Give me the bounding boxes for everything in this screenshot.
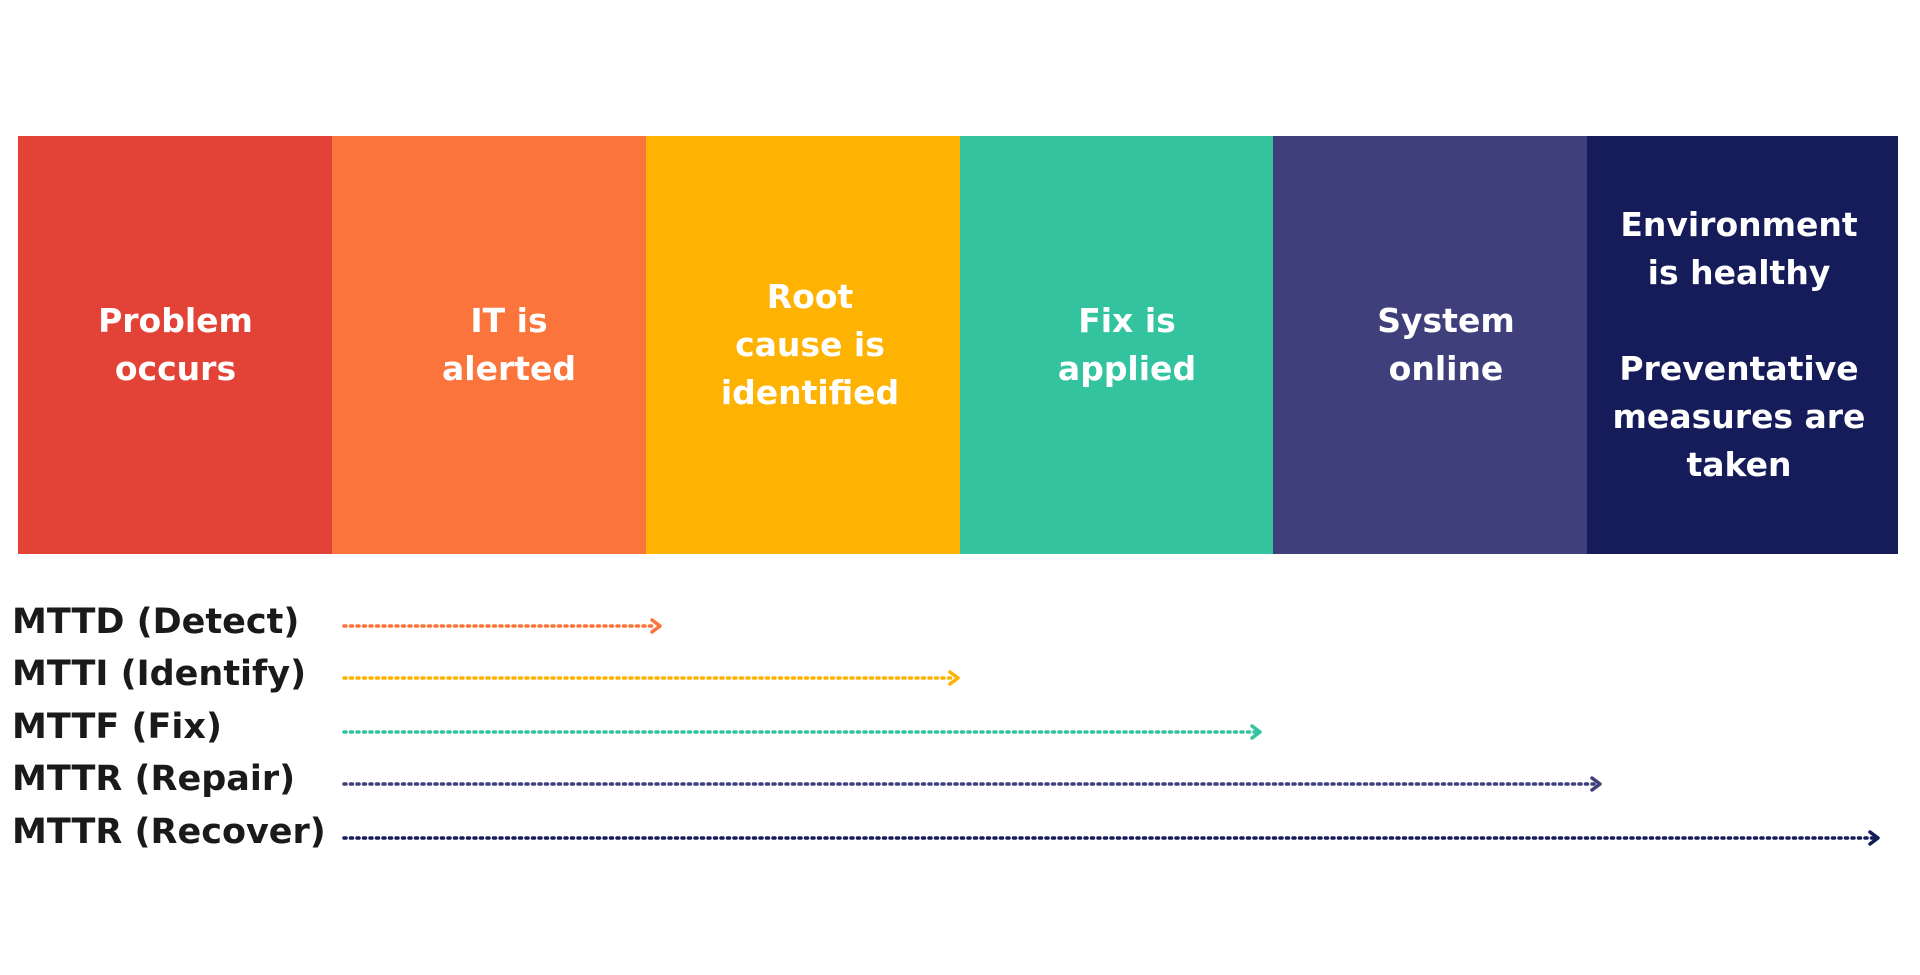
step-label-line: measures are xyxy=(1612,397,1866,436)
step-label-line: online xyxy=(1388,349,1504,388)
chevron-segment-problem-occurs xyxy=(18,136,372,554)
step-label-line: Fix is xyxy=(1078,301,1176,340)
step-problem-occurs: Problem occurs xyxy=(18,136,333,554)
step-label-line: cause is xyxy=(735,325,885,364)
metric-label-mttr-repair: MTTR (Repair) xyxy=(12,759,296,799)
step-fix-applied: Fix is applied xyxy=(970,136,1284,554)
chevron-segment-system-online xyxy=(1273,136,1627,554)
arrow-head-icon xyxy=(948,670,960,686)
chevron-segment-it-alerted xyxy=(332,136,686,554)
arrow-head-icon xyxy=(1250,724,1262,740)
metric-arrow-mttr-recover xyxy=(342,830,1880,846)
step-label-line: alerted xyxy=(441,349,576,388)
step-label-line: is healthy xyxy=(1647,253,1831,292)
metric-arrow-mttf xyxy=(342,724,1262,740)
step-root-cause-identified: Root cause is identified xyxy=(650,136,970,554)
step-label-line: Problem xyxy=(98,301,253,340)
metric-label-mttr-recover: MTTR (Recover) xyxy=(12,812,326,852)
metric-label-mttf: MTTF (Fix) xyxy=(12,707,222,747)
step-label-line: identified xyxy=(720,373,900,412)
step-label-line: applied xyxy=(1057,349,1197,388)
step-it-alerted: IT is alerted xyxy=(354,136,664,554)
arrow-head-icon xyxy=(1868,830,1880,846)
chevron-segment-root-cause-identified xyxy=(646,136,1000,554)
metric-arrow-mttd xyxy=(342,618,662,634)
step-label-line: occurs xyxy=(114,349,237,388)
chevron-segment-environment-healthy xyxy=(1587,136,1898,554)
metric-label-mttd: MTTD (Detect) xyxy=(12,602,300,642)
metric-arrow-mttr-repair xyxy=(342,776,1602,792)
step-label-line: System xyxy=(1377,301,1515,340)
step-system-online: System online xyxy=(1288,136,1604,554)
arrow-head-icon xyxy=(650,618,662,634)
metric-arrow-mtti xyxy=(342,670,960,686)
step-label-line: taken xyxy=(1686,445,1792,484)
step-label-line: Environment xyxy=(1620,205,1858,244)
step-label-line: IT is xyxy=(470,301,548,340)
step-label-line: Preventative xyxy=(1619,349,1859,388)
chevron-segment-fix-applied xyxy=(960,136,1313,554)
arrow-head-icon xyxy=(1590,776,1602,792)
metric-label-mtti: MTTI (Identify) xyxy=(12,654,307,694)
step-label-line: Root xyxy=(766,277,854,316)
